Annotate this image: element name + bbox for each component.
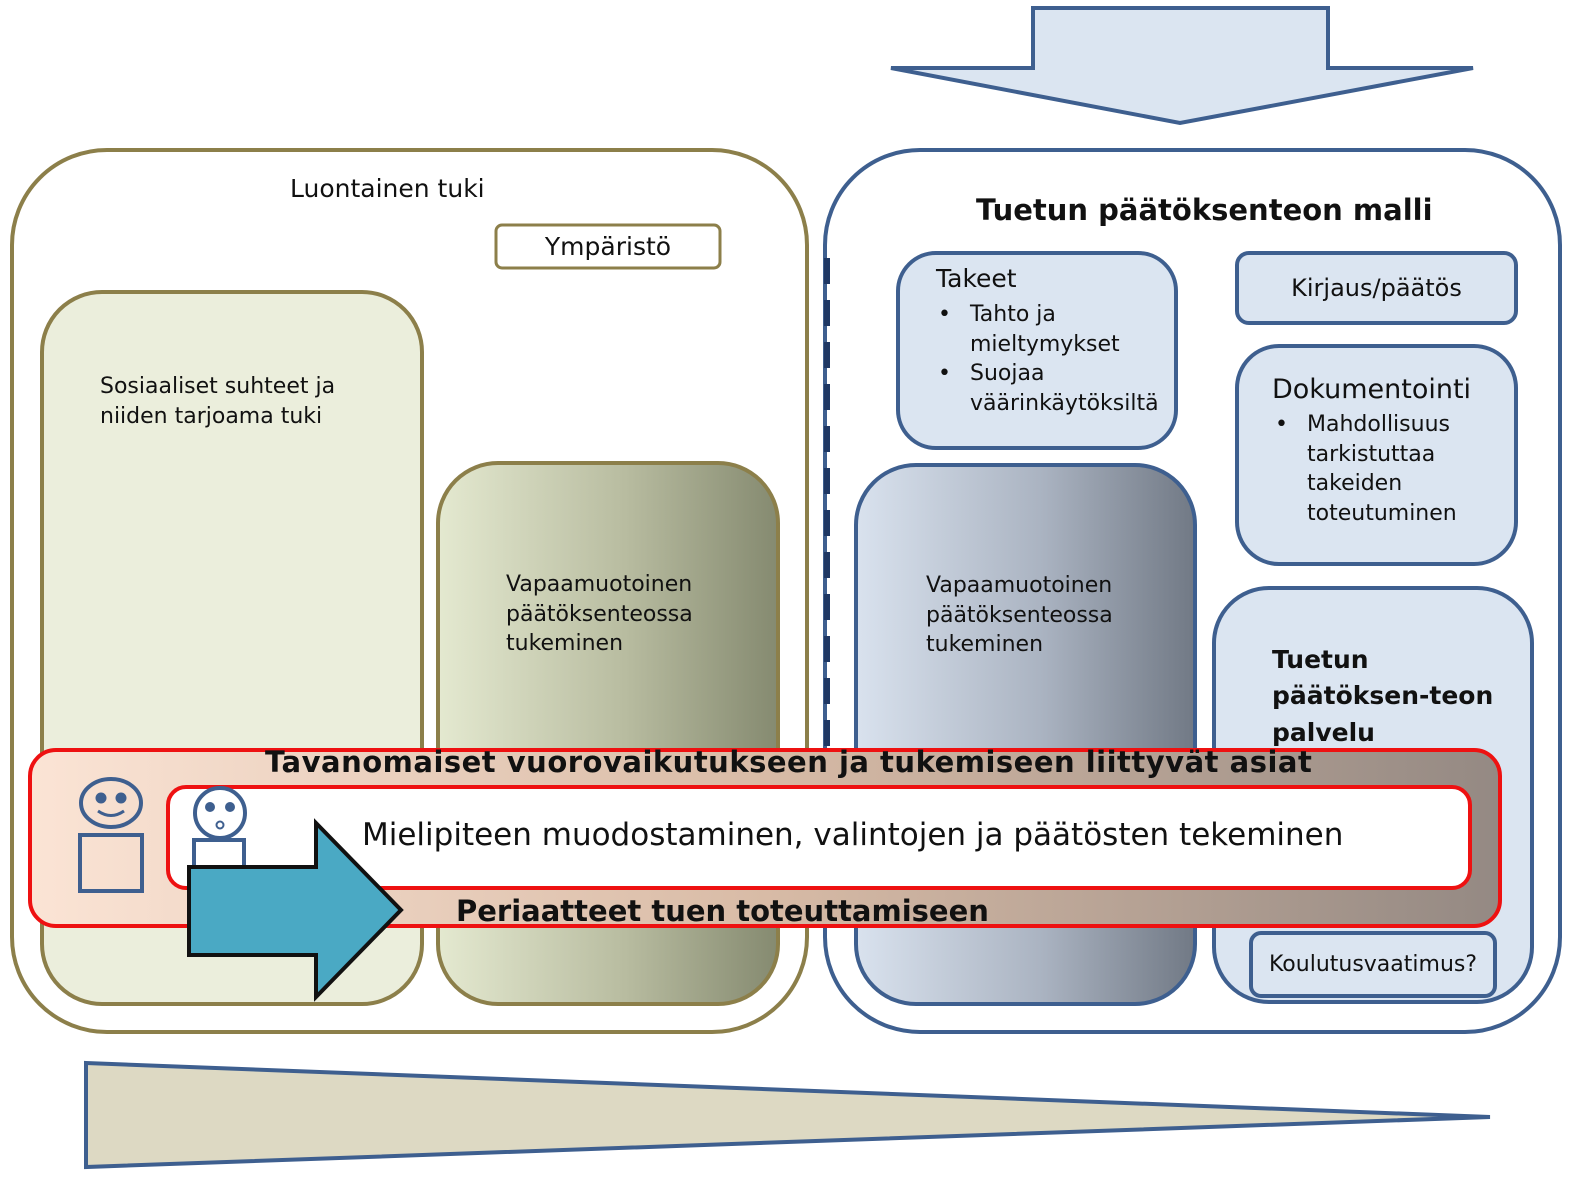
training-label: Koulutusvaatimus? <box>1268 952 1478 977</box>
environment-box <box>494 223 722 270</box>
person-smiling-icon <box>78 777 144 893</box>
environment-label: Ympäristö <box>544 232 672 261</box>
record-box <box>1235 251 1518 325</box>
wedge-icon <box>84 1060 1491 1170</box>
guarantees-title: Takeet <box>936 264 1017 293</box>
guarantee-item-will: Tahto ja mieltymykset <box>934 300 1164 359</box>
documentation-item: Mahdollisuus tarkistuttaa takeiden toteu… <box>1271 410 1461 529</box>
guarantees-list: Tahto ja mieltymykset Suojaa väärinkäytö… <box>934 300 1164 419</box>
model-title: Tuetun päätöksenteon malli <box>976 193 1433 227</box>
band-center-label: Mielipiteen muodostaminen, valintojen ja… <box>362 817 1344 853</box>
band-bottom-label: Periaatteet tuen toteuttamiseen <box>456 894 989 928</box>
right-arrow-icon <box>187 818 404 1002</box>
record-label: Kirjaus/päätös <box>1291 274 1462 302</box>
training-box <box>1249 931 1497 998</box>
natural-support-title: Luontainen tuki <box>290 174 485 203</box>
informal-support-label-left: Vapaamuotoinen päätöksenteossa tukeminen <box>506 572 693 657</box>
documentation-title: Dokumentointi <box>1272 374 1472 405</box>
informal-support-label-right: Vapaamuotoinen päätöksenteossa tukeminen <box>926 573 1113 658</box>
down-arrow-icon <box>890 6 1474 126</box>
service-label: Tuetun päätöksen-teon palvelu <box>1272 645 1494 747</box>
documentation-list: Mahdollisuus tarkistuttaa takeiden toteu… <box>1271 410 1461 529</box>
social-relations-label: Sosiaaliset suhteet ja niiden tarjoama t… <box>100 374 336 429</box>
band-top-label: Tavanomaiset vuorovaikutukseen ja tukemi… <box>265 745 1313 779</box>
decision-bar <box>166 785 1472 890</box>
guarantee-item-protection: Suojaa väärinkäytöksiltä <box>934 359 1164 418</box>
